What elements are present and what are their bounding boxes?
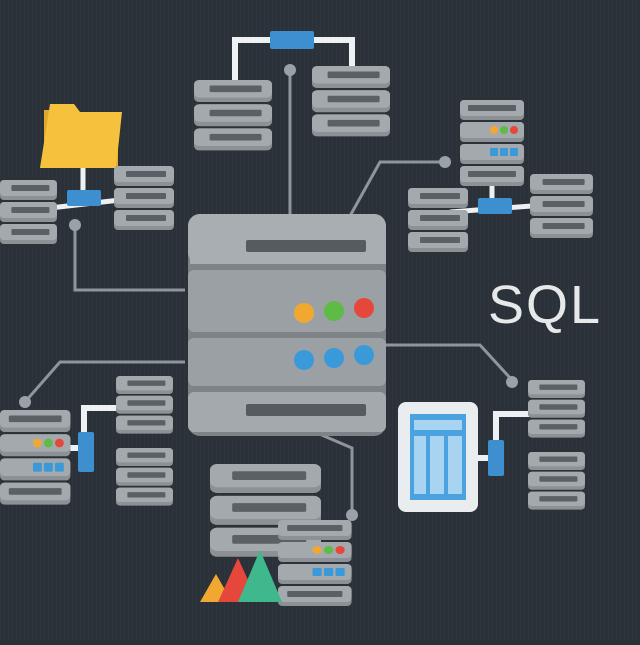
server-rack-icon xyxy=(194,80,272,151)
link-connector-icon xyxy=(78,432,94,472)
link-connector-icon xyxy=(488,440,504,476)
link-connector-icon xyxy=(67,190,101,206)
server-rack-icon xyxy=(408,188,468,252)
folder-server-group xyxy=(0,104,174,244)
right-top-server-group xyxy=(408,100,593,252)
server-rack-icon xyxy=(528,452,585,510)
chart-triangles-icon xyxy=(200,550,282,602)
link-connector-icon xyxy=(270,31,314,49)
server-rack-icon xyxy=(312,66,390,137)
link-connector-icon xyxy=(478,198,512,214)
server-rack-icon xyxy=(528,380,585,438)
connection-lines xyxy=(23,70,514,515)
folder-icon xyxy=(40,104,122,168)
tablet-server-group xyxy=(398,380,585,512)
server-rack-icon xyxy=(0,180,58,244)
server-rack-icon xyxy=(116,448,173,506)
server-rack-icon xyxy=(116,376,173,434)
central-server-icon xyxy=(188,214,386,436)
bottom-server-chart-group xyxy=(200,464,352,606)
top-server-pair xyxy=(194,31,390,151)
server-rack-icon xyxy=(114,166,174,230)
sql-title: SQL xyxy=(488,275,603,335)
left-bottom-server-group xyxy=(0,376,173,506)
server-rack-icon xyxy=(530,174,593,238)
connection-dots xyxy=(19,64,518,521)
